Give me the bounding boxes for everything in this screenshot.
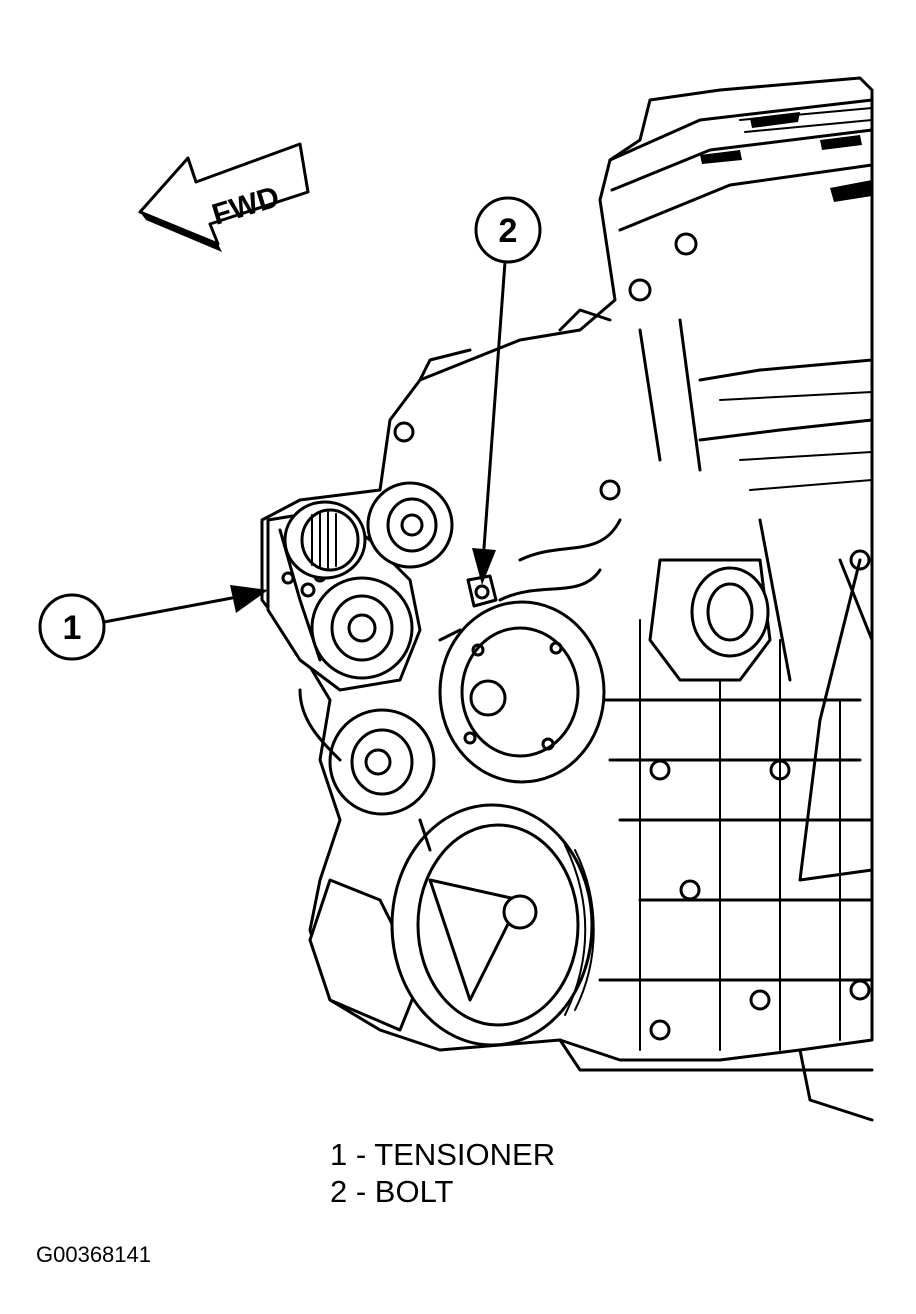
legend-item-tensioner: 1 - TENSIONER xyxy=(330,1137,556,1172)
callout-2-number: 2 xyxy=(499,212,518,250)
idler-pulley-lower xyxy=(328,708,436,816)
forward-arrow-icon: FWD xyxy=(138,142,310,252)
idler-pulley-upper xyxy=(366,481,454,569)
drive-belt xyxy=(298,628,462,852)
crankshaft-damper xyxy=(308,803,595,1047)
figure-id: G00368141 xyxy=(36,1242,151,1267)
callout-2: 2 xyxy=(472,196,542,585)
parts-legend: 1 - TENSIONER 2 - BOLT xyxy=(330,1136,555,1210)
water-pump-pulley xyxy=(438,600,606,784)
callout-1-number: 1 xyxy=(63,609,82,647)
legend-item-bolt: 2 - BOLT xyxy=(330,1174,454,1209)
callout-1: 1 xyxy=(38,585,268,661)
engine-block xyxy=(260,76,874,1122)
